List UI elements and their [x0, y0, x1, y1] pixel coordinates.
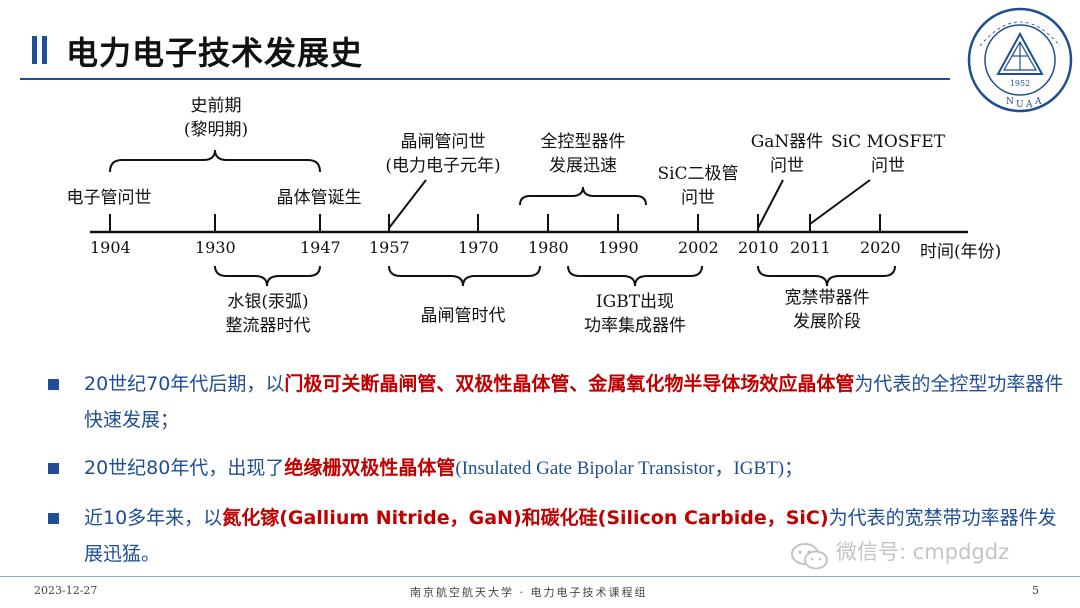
label-igbt-era: IGBT出现 功率集成器件	[584, 292, 686, 336]
bullet-text: 20世纪70年代后期，以门极可关断晶闸管、双极性晶体管、金属氧化物半导体场效应晶…	[84, 366, 1064, 438]
bullet-text-normal: 20世纪70年代后期，以	[84, 373, 285, 395]
label-sic-mosfet: SiC MOSFET 问世	[830, 132, 946, 176]
label-sic-diode: SiC二极管 问世	[657, 164, 739, 208]
label-transistor: 晶体管诞生	[276, 188, 362, 208]
brace-mercury	[214, 265, 321, 287]
bullet-text: 20世纪80年代，出现了绝缘栅双极性晶体管(Insulated Gate Bip…	[84, 450, 1064, 487]
year-label: 1930	[195, 238, 236, 257]
bullet-marker	[48, 463, 59, 474]
title-underline	[20, 78, 950, 80]
label-thyristor-era: 晶闸管时代	[420, 306, 506, 326]
bullet-text-normal: 为代表的全控型功率器件快速发展；	[84, 373, 1064, 431]
bullet-marker	[48, 513, 59, 524]
year-label: 2011	[790, 238, 831, 257]
logo-letter: A	[1025, 100, 1033, 110]
year-label: 1904	[90, 238, 131, 257]
bullet-text-normal: 20世纪80年代，出现了	[84, 457, 285, 479]
year-label: 1980	[528, 238, 569, 257]
footer-date: 2023-12-27	[34, 584, 98, 597]
bullet-marker	[48, 379, 59, 390]
year-label: 2002	[678, 238, 719, 257]
label-gan: GaN器件 问世	[750, 132, 824, 176]
year-label: 2010	[738, 238, 779, 257]
timeline-diagram	[90, 149, 968, 287]
pointer-gan	[757, 179, 784, 229]
axis-label: 时间(年份)	[920, 242, 1002, 262]
footer-center: 南京航空航天大学 · 电力电子技术课程组	[410, 586, 648, 599]
brace-full-control	[519, 186, 647, 206]
slide-title: 电力电子技术发展史	[66, 34, 364, 72]
bullet-text-normal: 为代表的宽禁带功率器件发展迅猛。	[84, 507, 1057, 565]
logo-year: 1952	[1010, 79, 1030, 88]
accent-bar	[42, 36, 47, 64]
year-label: 1947	[300, 238, 341, 257]
label-full-control: 全控型器件 发展迅速	[540, 132, 626, 176]
pointer-sic-mosfet	[809, 179, 871, 225]
bullet-text: 近10多年来，以氮化镓(Gallium Nitride，GaN)和碳化硅(Sil…	[84, 500, 1064, 572]
watermark-text: 微信号: cmpdgdz	[836, 540, 1010, 564]
year-label: 1970	[458, 238, 499, 257]
label-vacuum-tube: 电子管问世	[66, 188, 152, 208]
year-label: 1957	[369, 238, 410, 257]
footer-divider	[0, 576, 1080, 577]
bullet-text-english: (Insulated Gate Bipolar Transistor，IGBT)…	[455, 458, 804, 479]
accent-bar	[32, 36, 37, 64]
page-number: 5	[1032, 584, 1039, 597]
logo-letter: A	[1034, 97, 1042, 107]
bullet-text-highlight: 门极可关断晶闸管、双极性晶体管、金属氧化物半导体场效应晶体管	[284, 373, 855, 395]
bullet-text-highlight: 氮化镓(Gallium Nitride，GaN)和碳化硅(Silicon Car…	[222, 507, 829, 529]
brace-igbt	[567, 265, 703, 287]
brace-prehistory	[109, 149, 321, 173]
label-prehistory: 史前期 (黎明期)	[183, 96, 249, 140]
label-mercury-era: 水银(汞弧) 整流器时代	[225, 292, 311, 336]
brace-wide-bandgap	[757, 265, 896, 287]
brace-thyristor-era	[388, 265, 541, 287]
year-label: 1990	[598, 238, 639, 257]
timeline-ticks	[109, 214, 881, 232]
pointer-thyristor	[388, 179, 427, 229]
logo-letter: N	[1006, 97, 1014, 107]
university-logo: 1952 N U A A	[967, 7, 1073, 113]
bullet-text-highlight: 绝缘栅双极性晶体管	[284, 457, 456, 479]
label-thyristor-launch: 晶闸管问世 (电力电子元年)	[385, 132, 501, 176]
label-wide-bandgap-era: 宽禁带器件 发展阶段	[784, 288, 870, 332]
wechat-icon	[791, 543, 828, 570]
logo-letter: U	[1016, 100, 1024, 110]
bullet-text-normal: 近10多年来，以	[84, 507, 223, 529]
year-label: 2020	[860, 238, 901, 257]
